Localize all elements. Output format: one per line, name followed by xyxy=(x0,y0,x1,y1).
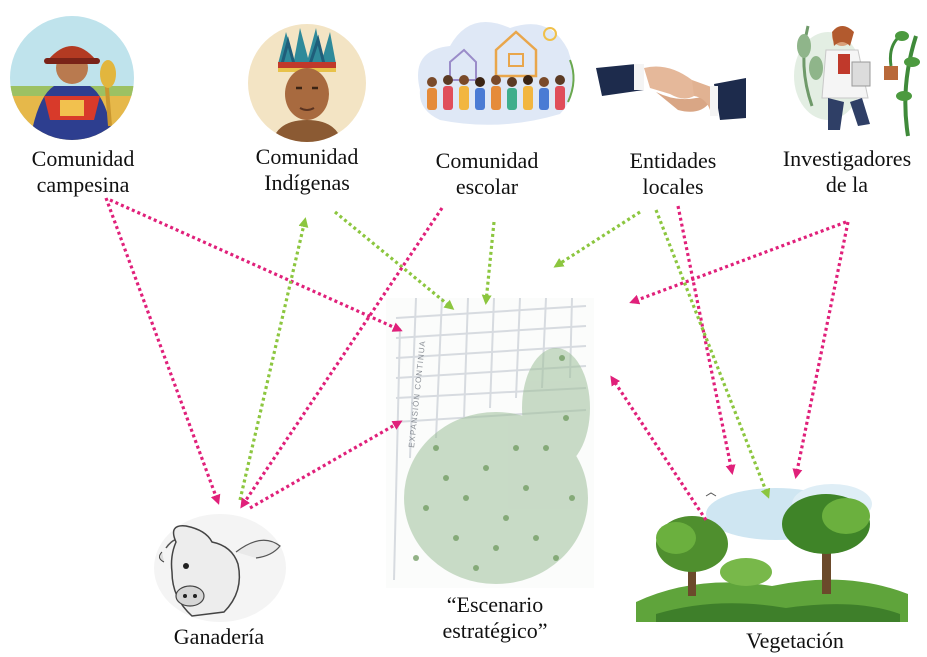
arrow-investigadores-to-escenario-magenta xyxy=(629,220,847,305)
arrow-campesina-to-ganaderia-magenta xyxy=(104,197,221,505)
arrow-campesina-to-escenario-magenta xyxy=(109,198,403,332)
arrow-indigenas-to-escenario-green xyxy=(333,210,455,310)
researcher-plant-icon xyxy=(788,6,924,138)
handshake-icon xyxy=(596,58,746,128)
arrow-entidades-to-escenario-green xyxy=(553,210,641,268)
school-children-icon xyxy=(410,10,580,132)
label-comunidad-campesina: Comunidad campesina xyxy=(31,146,135,197)
arrow-investigadores-to-vegetacion-magenta xyxy=(792,221,850,479)
city-map-icon: EXPANSIÓN CONTINUA xyxy=(386,298,594,588)
cow-icon xyxy=(152,512,288,624)
label-vegetacion: Vegetación xyxy=(746,628,844,653)
label-comunidad-escolar: Comunidad escolar xyxy=(435,148,539,199)
arrow-entidades-to-vegetacion-green xyxy=(654,209,771,499)
label-escenario-estrategico: “Escenario estratégico” xyxy=(442,592,548,643)
label-investigadores: Investigadores de la xyxy=(782,146,912,197)
farmer-woman-icon xyxy=(10,16,134,140)
arrow-escolar-to-escenario-green xyxy=(481,221,496,305)
arrow-entidades-to-vegetacion-magenta xyxy=(676,205,736,475)
label-entidades-locales: Entidades locales xyxy=(629,148,717,199)
arrow-ganaderia-to-escenario-magenta xyxy=(249,420,403,510)
arrow-ganaderia-to-indigenas-green xyxy=(238,217,309,501)
label-comunidad-indigenas: Comunidad Indígenas xyxy=(255,144,359,195)
label-ganaderia: Ganadería xyxy=(173,624,265,649)
indigenous-man-icon xyxy=(248,24,366,142)
trees-landscape-icon xyxy=(636,474,908,622)
